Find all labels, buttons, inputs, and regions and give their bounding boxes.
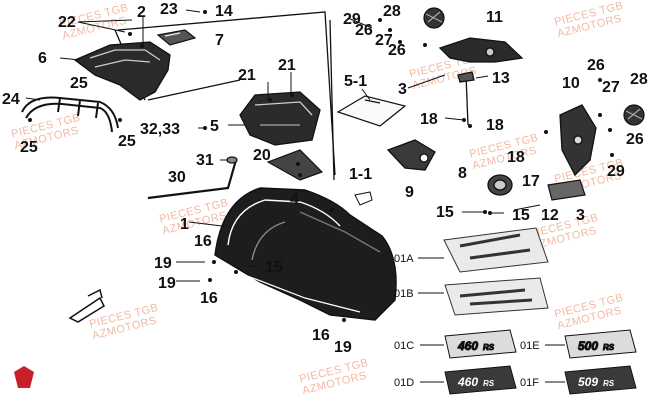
callout-18: 18 <box>420 111 438 128</box>
callout-11: 11 <box>486 9 503 26</box>
decal-01e-suffix: RS <box>603 343 615 352</box>
reflector-part <box>623 104 645 126</box>
leader-lines <box>25 9 565 383</box>
callout-28: 28 <box>383 3 401 20</box>
callout-01e: 01E <box>520 340 540 352</box>
callout-26: 26 <box>626 131 644 148</box>
decal-01f-suffix: RS <box>603 379 615 388</box>
callout-5: 5 <box>210 118 219 135</box>
callout-01c: 01C <box>394 340 414 352</box>
callout-27: 27 <box>602 79 620 96</box>
callout-3: 3 <box>576 207 585 224</box>
callouts: 22 2 23 14 7 6 25 24 25 25 21 21 32,33 5… <box>2 1 648 389</box>
decal-01d-graphic: 460 RS <box>444 365 517 395</box>
decal-01e-graphic: 500 RS <box>564 329 637 359</box>
inner-fender-tray-part <box>239 91 321 146</box>
callout-7: 7 <box>215 32 224 49</box>
callout-16: 16 <box>194 233 212 250</box>
decal-01c-number: 460 <box>457 339 478 353</box>
callout-28: 28 <box>630 71 648 88</box>
reflector-part <box>423 7 445 29</box>
decal-01b-graphic <box>444 277 549 316</box>
callout-17: 17 <box>522 173 540 190</box>
callout-25: 25 <box>70 75 88 92</box>
callout-15: 15 <box>436 204 454 221</box>
callout-6: 6 <box>38 50 47 67</box>
callout-1: 1 <box>180 216 189 233</box>
callout-30: 30 <box>168 169 186 186</box>
callout-23: 23 <box>160 1 178 18</box>
callout-15: 15 <box>512 207 530 224</box>
callout-29: 29 <box>607 163 625 180</box>
callout-26: 26 <box>587 57 605 74</box>
callout-16: 16 <box>312 327 330 344</box>
callout-01b: 01B <box>394 288 414 300</box>
pad-part <box>336 95 407 127</box>
callout-9: 9 <box>405 184 414 201</box>
rear-fender-part <box>214 187 397 321</box>
callout-01d: 01D <box>394 377 414 389</box>
bracket-part <box>156 29 197 46</box>
fasteners <box>28 10 614 322</box>
rear-rack-cover-part <box>73 41 171 101</box>
callout-15: 15 <box>265 259 283 276</box>
callout-32-33: 32,33 <box>140 121 180 138</box>
callout-29: 29 <box>343 11 361 28</box>
callout-22: 22 <box>58 14 76 31</box>
decal-01c-graphic: 460 RS <box>444 329 517 359</box>
callout-01f: 01F <box>520 377 539 389</box>
callout-26: 26 <box>388 42 406 59</box>
callout-2: 2 <box>137 4 146 21</box>
callout-10: 10 <box>562 75 580 92</box>
callout-01a: 01A <box>394 253 414 265</box>
callout-18: 18 <box>507 149 525 166</box>
decal-01e-number: 500 <box>578 339 598 353</box>
plate-bracket-part <box>547 179 586 201</box>
callout-27: 27 <box>375 32 393 49</box>
callout-16: 16 <box>200 290 218 307</box>
decal-01d-suffix: RS <box>483 379 495 388</box>
decal-01a-graphic <box>443 227 549 273</box>
callout-12: 12 <box>541 207 559 224</box>
brand-logo <box>14 366 34 388</box>
callout-25: 25 <box>20 139 38 156</box>
callout-4: 4 <box>290 191 299 208</box>
callout-8: 8 <box>458 165 467 182</box>
callout-26: 26 <box>355 22 373 39</box>
grommet-part <box>354 191 373 206</box>
callout-20: 20 <box>253 147 271 164</box>
grab-rail-part <box>21 96 119 133</box>
callout-24: 24 <box>2 91 20 108</box>
decal-01f-graphic: 509 RS <box>564 365 637 395</box>
callout-19: 19 <box>154 255 172 272</box>
callout-18: 18 <box>486 117 504 134</box>
callout-14: 14 <box>215 3 233 20</box>
decal-01c-suffix: RS <box>483 343 495 352</box>
callout-21: 21 <box>238 67 256 84</box>
side-bracket-part <box>559 104 597 177</box>
callout-31: 31 <box>196 152 214 169</box>
callout-1-1: 1-1 <box>349 166 372 183</box>
clip-part <box>226 156 238 164</box>
strut-part <box>457 71 475 126</box>
rod-part <box>147 159 238 200</box>
seat-bracket-part <box>438 37 524 63</box>
tool-tray-part <box>266 149 324 181</box>
callout-19: 19 <box>334 339 352 356</box>
callout-19: 19 <box>158 275 176 292</box>
callout-13: 13 <box>492 70 510 87</box>
callout-21: 21 <box>278 57 296 74</box>
front-direction-icon <box>68 288 105 323</box>
decal-01f-number: 509 <box>578 375 598 389</box>
callout-25: 25 <box>118 133 136 150</box>
decal-01d-number: 460 <box>457 375 478 389</box>
callout-3: 3 <box>398 81 407 98</box>
callout-5-1: 5-1 <box>344 73 367 90</box>
light-housing-part <box>487 174 513 196</box>
mount-bracket-part <box>386 139 436 171</box>
